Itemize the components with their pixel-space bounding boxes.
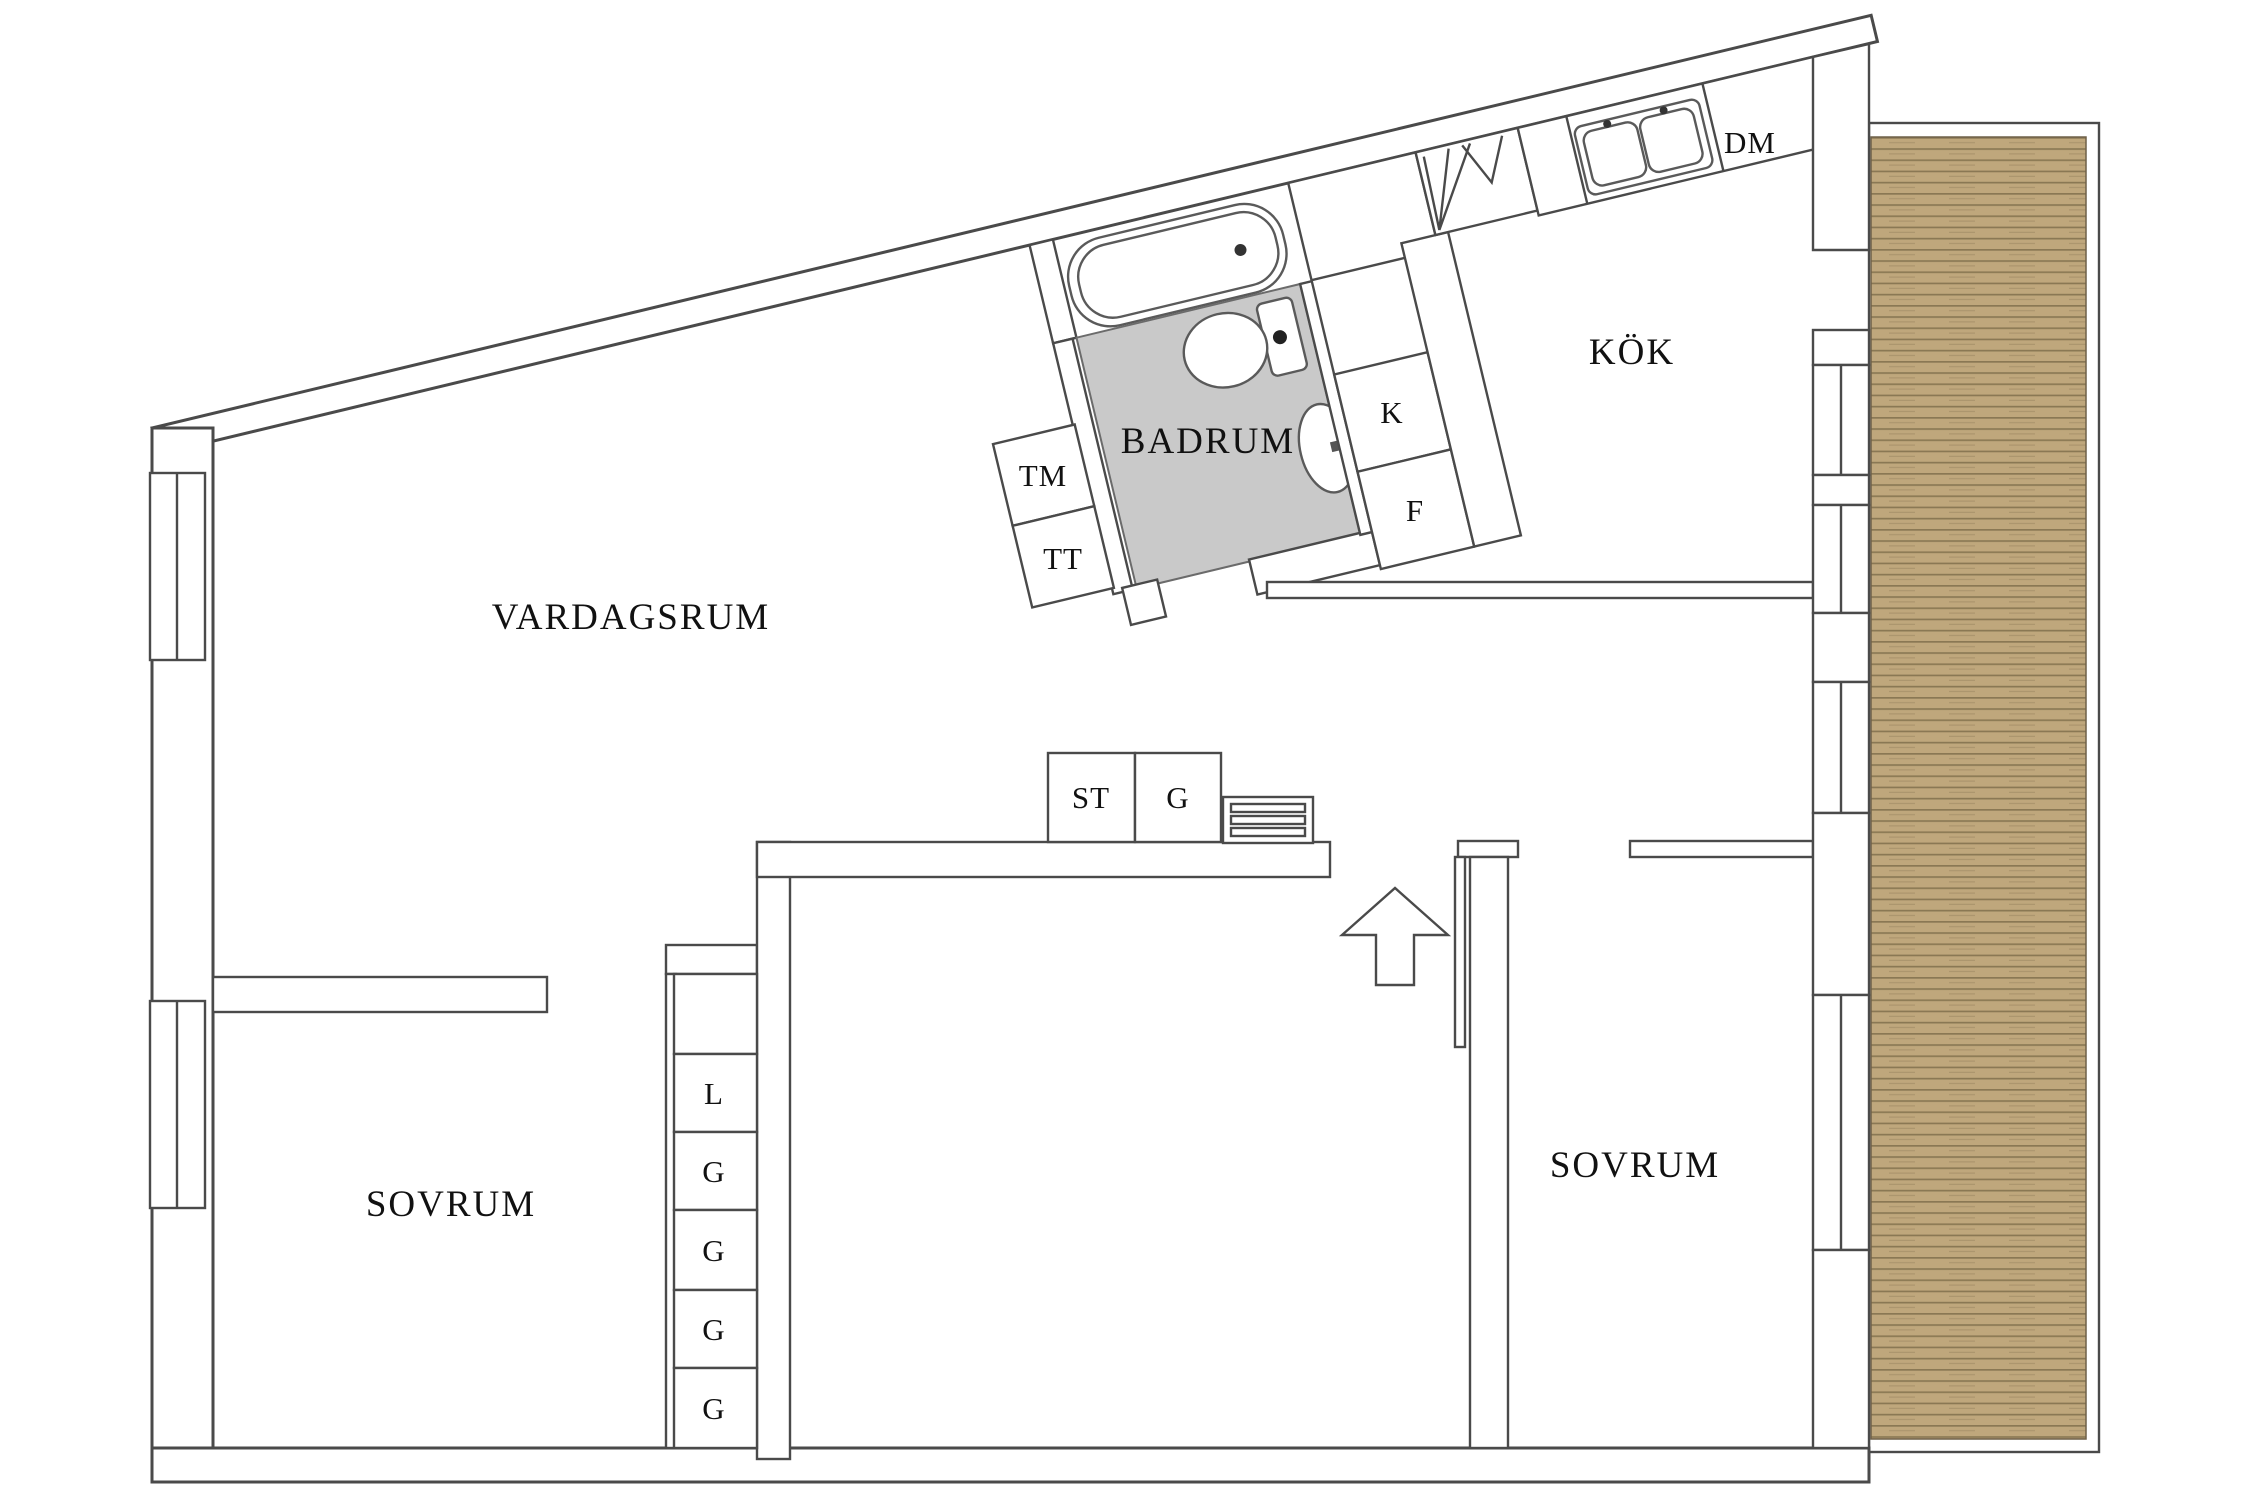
closet-box-1 [672,1052,759,1134]
label-st-closet: ST [1072,780,1110,815]
g-closet-box [1133,751,1223,844]
closet-box-4 [672,1288,759,1370]
kitchen-south-wall [1265,580,1815,600]
partition-living-bedroom-left [211,975,549,1014]
radiator-slat [1229,826,1307,838]
hall-east-wall [1468,855,1510,1450]
bathroom-door-jamb [1120,578,1168,627]
label-closet-2: G [702,1154,725,1189]
hall-north-wall [755,840,1332,879]
folding-door-symbol [1422,135,1504,231]
label-bedroom-right: SOVRUM [1550,1145,1720,1186]
kitchen-sink-basin-left [1582,121,1648,187]
dishwasher-divider-left [1701,83,1725,172]
hall-west-wall [755,840,792,1461]
deck-wood-planks [1870,136,2087,1440]
closet-box-3 [672,1208,759,1292]
label-g-closet: G [1166,780,1189,815]
bathtub-drain [1234,243,1247,256]
right-wall-bottom [1811,1248,1871,1450]
toilet-flush-button [1272,330,1287,345]
label-kitchen: KÖK [1589,332,1675,373]
closet-box-0 [672,972,759,1056]
hall-east-wall-cap [1456,839,1520,859]
right-wall-pier [1811,611,1871,684]
label-freezer: F [1406,493,1424,528]
closet-box-5 [672,1366,759,1450]
label-fridge: K [1380,395,1403,430]
outer-wall-top [150,13,1880,457]
angled-section [150,13,1880,627]
label-bedroom-left: SOVRUM [366,1184,536,1225]
label-closet-1: L [704,1076,724,1111]
kitchen-faucet-right [1659,106,1668,115]
outer-wall-bottom [150,1446,1871,1484]
tumble-dryer-box [1011,504,1116,609]
label-bathroom: BADRUM [1121,421,1295,462]
kitchen-west-wall [1399,230,1523,549]
right-wall-top [1811,42,1871,252]
entrance-arrow-icon [1338,886,1452,987]
label-living-room: VARDAGSRUM [492,597,770,638]
entrance-door-leaf [1453,855,1467,1049]
label-closet-3: G [702,1233,725,1268]
right-wall-sill [1811,328,1871,367]
right-wall-mid [1811,811,1871,997]
radiator-slat [1229,802,1307,814]
right-wall-pier [1811,473,1871,507]
kitchen-faucet-left [1603,119,1612,128]
label-closet-4: G [702,1312,725,1347]
label-washing-machine: TM [1019,458,1068,493]
toilet-bowl [1182,311,1269,389]
counter-divider [1565,115,1589,205]
bathtub-inner-rim [1077,210,1280,319]
st-closet-box [1046,751,1137,844]
closet-top-wall [664,943,759,976]
kitchen-sink-basin-right [1638,107,1704,174]
bedroom-right-north-wall [1628,839,1815,859]
label-dishwasher: DM [1724,125,1776,160]
label-closet-5: G [702,1391,725,1426]
radiator-slat [1229,814,1307,826]
label-tumble-dryer: TT [1043,541,1083,576]
